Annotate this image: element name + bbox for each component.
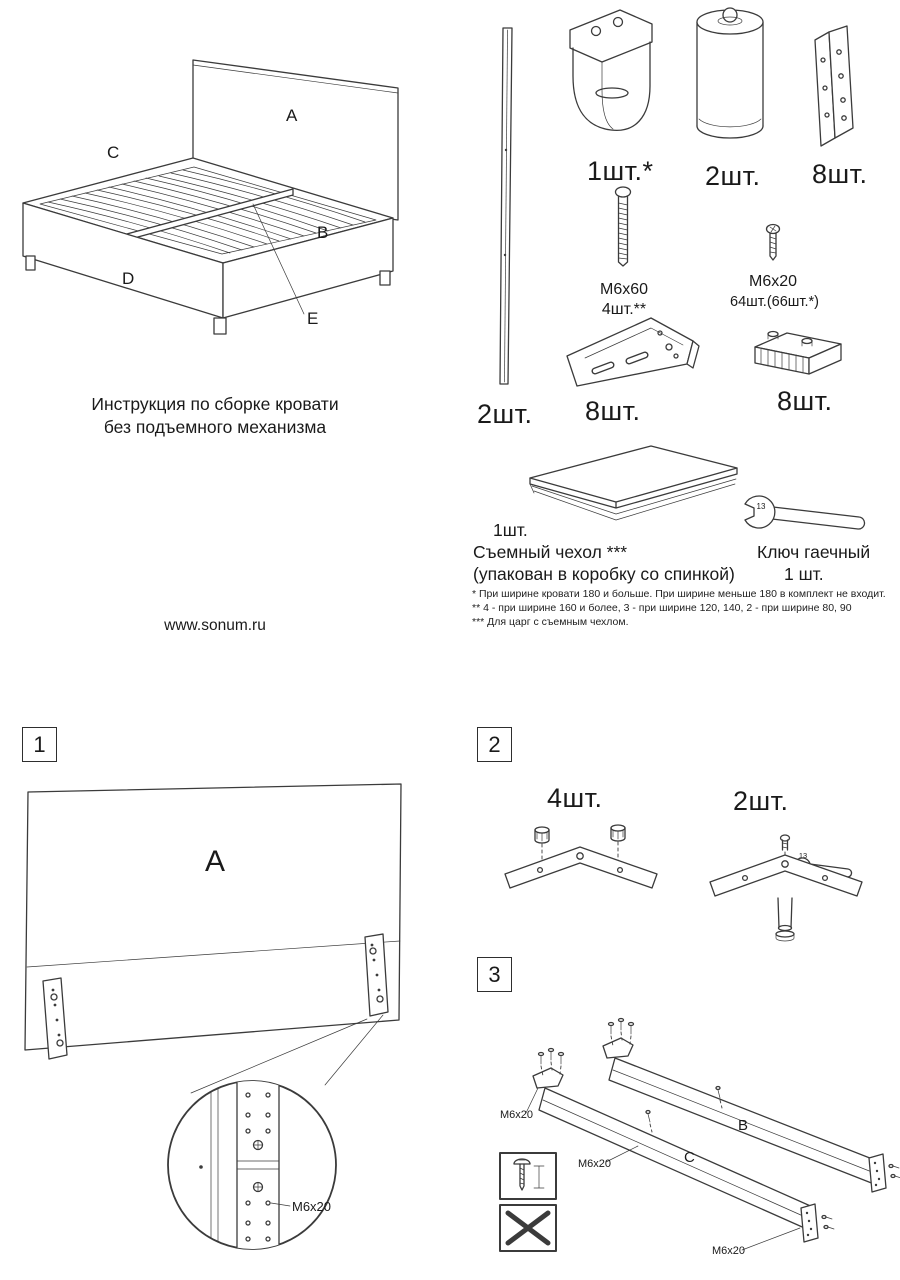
step3-label-c: C [684, 1149, 695, 1166]
bolt-short-qty: 64шт.(66шт.*) [730, 294, 819, 310]
step-3-box: 3 [477, 957, 512, 992]
step-3-number: 3 [488, 961, 501, 987]
footnote-2: ** 4 - при ширине 160 и более, 3 - при ш… [472, 602, 852, 614]
parts-drawings: 13 [499, 7, 866, 530]
no-power-tool-icon [499, 1204, 557, 1252]
step3-railC-left-hardware [532, 1047, 565, 1089]
bed-overview-drawing: A C B D E [22, 59, 399, 335]
step-2-box: 2 [477, 727, 512, 762]
cylinder-leg-qty: 2шт. [705, 161, 761, 191]
angle-bracket-drawing [814, 25, 854, 147]
step1-callout-m6x20: М6х20 [292, 1199, 331, 1214]
step1-label-a: A [205, 845, 225, 878]
step-2-drawing: 13 [504, 824, 863, 942]
corner-bracket-qty: 8шт. [585, 396, 641, 426]
cover-note: (упакован в коробку со спинкой) [473, 564, 735, 584]
bed-label-c: C [107, 143, 119, 162]
step-2-number: 2 [488, 731, 501, 757]
step-1-box: 1 [22, 727, 57, 762]
wrench-size-mark: 13 [757, 502, 766, 511]
angle-bracket-qty: 8шт. [812, 159, 868, 189]
website-text: www.sonum.ru [164, 617, 266, 634]
cover-qty: 1шт. [493, 520, 528, 540]
corner-bracket-drawing [566, 317, 700, 387]
step3-label-b: B [738, 1117, 748, 1134]
step2-wrench-size: 13 [799, 851, 807, 860]
footnote-1: * При ширине кровати 180 и больше. При ш… [472, 588, 886, 600]
side-slat-drawing [499, 27, 513, 385]
bolt-short-name: М6х20 [748, 273, 798, 290]
step2-qty-brackets: 4шт. [547, 783, 603, 813]
bolt-m6x60-drawing [614, 186, 632, 267]
hook-bracket-drawing [569, 9, 653, 131]
cylinder-leg-drawing [696, 7, 764, 139]
caption-line-1: Инструкция по сборке кровати [91, 394, 339, 414]
bolt-long-name: М6х60 [599, 281, 649, 298]
step3-railC-right-plate [800, 1203, 835, 1243]
hook-bracket-qty: 1шт.* [587, 156, 654, 186]
caption-line-2: без подъемного механизма [103, 417, 327, 437]
bed-label-e: E [307, 309, 318, 328]
bed-label-d: D [122, 269, 134, 288]
step3-railB-left-hardware [602, 1017, 635, 1059]
wrench-drawing: 13 [744, 495, 866, 530]
footnote-3: *** Для царг с съемным чехлом. [472, 616, 629, 628]
wrench-name: Ключ гаечный [757, 542, 871, 562]
step3-callout-3: М6х20 [712, 1245, 745, 1257]
slat-holder-drawing [754, 330, 842, 375]
step-3-drawing: М6х20 М6х20 М6х20 B C [499, 1017, 900, 1257]
step3-callout-1: М6х20 [500, 1109, 533, 1121]
step2-qty-legs: 2шт. [733, 786, 789, 816]
step3-callout-2: М6х20 [578, 1158, 611, 1170]
side-slat-qty: 2шт. [477, 399, 533, 429]
slat-holder-qty: 8шт. [777, 386, 833, 416]
bolt-long-qty: 4шт.** [601, 301, 647, 318]
step-1-drawing: М6х20 A [24, 783, 402, 1250]
step2-bracket-with-pegs [504, 824, 658, 889]
step2-bracket-with-leg: 13 [709, 834, 863, 942]
bed-label-b: B [317, 223, 328, 242]
screw-flush-icon [499, 1152, 557, 1200]
bed-label-a: A [286, 106, 298, 125]
magnifier-detail [199, 1081, 280, 1249]
step3-railB-right-plate [868, 1153, 900, 1193]
cover-name: Съемный чехол *** [473, 542, 628, 562]
step-1-number: 1 [33, 731, 46, 757]
bolt-m6x20-drawing [765, 223, 781, 261]
wrench-qty: 1 шт. [784, 564, 824, 584]
cover-drawing [529, 445, 738, 521]
